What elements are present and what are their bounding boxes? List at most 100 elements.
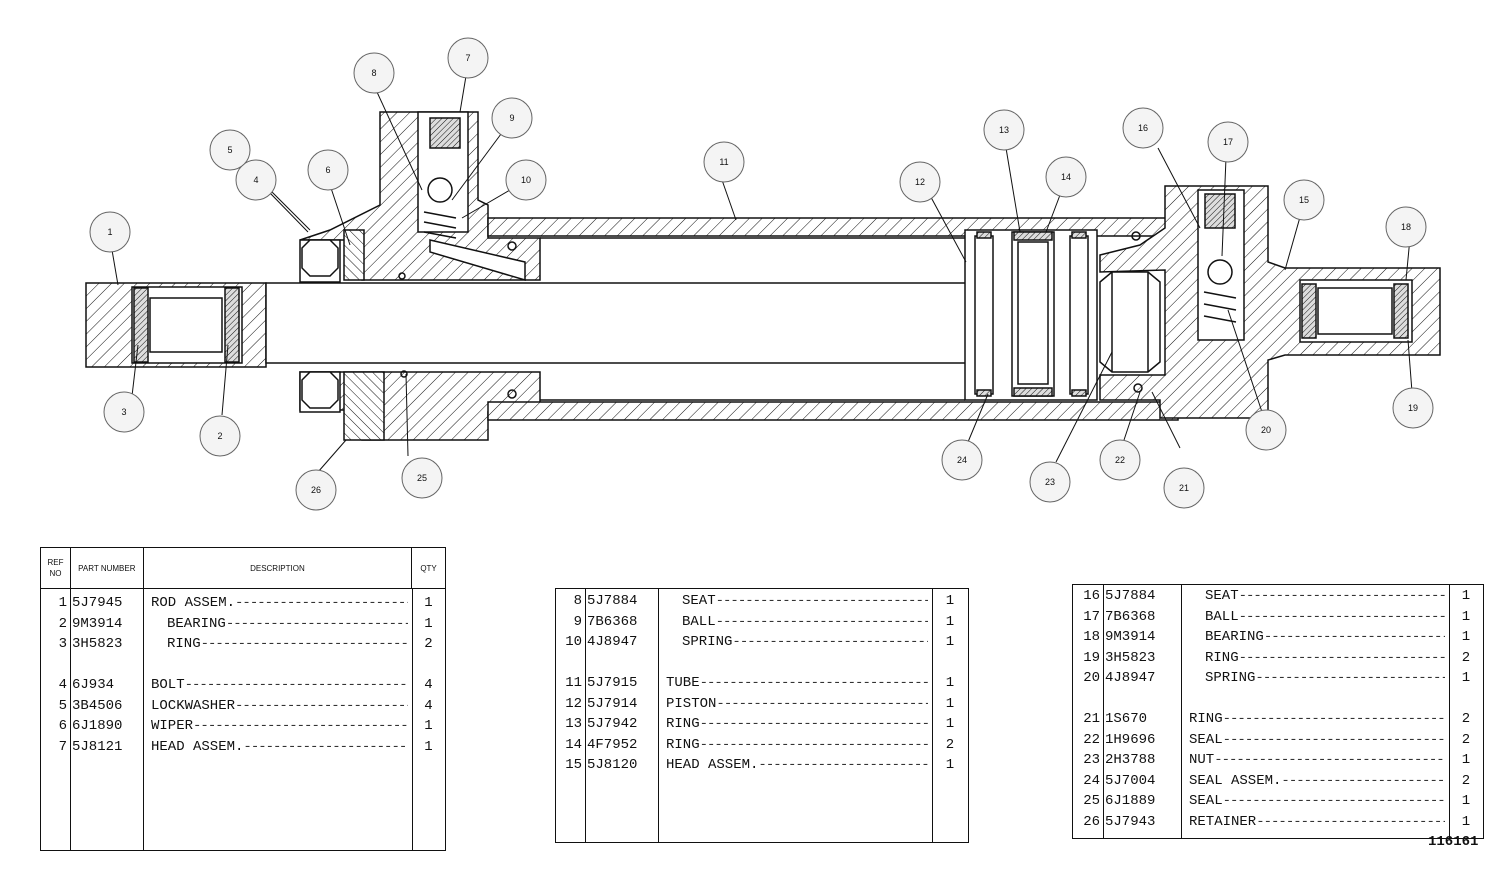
quantity: 1 (1461, 608, 1471, 625)
front-head-assembly (299, 111, 541, 441)
callout-16: 16 (1122, 107, 1164, 149)
quantity: 2 (945, 736, 955, 753)
svg-text:24: 24 (957, 455, 967, 465)
quantity: 2 (424, 636, 433, 652)
ref-no: 9 (573, 613, 582, 630)
callout-10: 10 (505, 159, 547, 201)
ref-no: 8 (573, 593, 582, 609)
svg-text:1: 1 (107, 227, 112, 237)
svg-text:22: 22 (1115, 455, 1125, 465)
callout-20: 20 (1245, 409, 1287, 451)
piston (964, 229, 1161, 401)
quantity: 2 (1461, 649, 1471, 666)
quantity: 1 (424, 738, 433, 755)
part-description: SEAL ASSEM. (1189, 772, 1282, 789)
part-description: RING (167, 636, 201, 652)
svg-text:14: 14 (1061, 172, 1071, 182)
part-description: BALL (1205, 608, 1239, 625)
callout-24: 24 (941, 439, 983, 481)
callout-3: 3 (103, 391, 145, 433)
leader-lines (111, 75, 1413, 473)
quantity: 1 (424, 718, 433, 734)
quantity: 1 (1461, 752, 1471, 768)
part-number: 1H9696 (1105, 731, 1156, 748)
quantity: 2 (1461, 772, 1471, 789)
ref-no: 4 (58, 677, 67, 693)
part-number: 6J934 (72, 677, 115, 693)
part-description: LOCKWASHER (151, 697, 236, 714)
part-description: BEARING (1205, 629, 1264, 645)
callout-14: 14 (1045, 156, 1087, 198)
figure-number: 116161 (1428, 834, 1479, 850)
svg-text:10: 10 (521, 175, 531, 185)
svg-text:17: 17 (1223, 137, 1233, 147)
part-number: 3H5823 (72, 636, 123, 652)
part-description: WIPER (151, 718, 194, 734)
quantity: 2 (1461, 711, 1471, 727)
svg-text:21: 21 (1179, 483, 1189, 493)
part-description: RING (1205, 649, 1239, 666)
table-header: REF NO PART NUMBER DESCRIPTION QTY (41, 548, 445, 589)
quantity: 4 (424, 677, 433, 693)
quantity: 1 (1461, 670, 1471, 686)
rod-eye-left (85, 282, 267, 368)
ref-no: 19 (1083, 649, 1100, 666)
part-description: BOLT (151, 677, 185, 693)
svg-text:23: 23 (1045, 477, 1055, 487)
quantity: 1 (424, 595, 433, 611)
callout-5: 5 (209, 129, 251, 171)
ref-no: 3 (58, 636, 67, 652)
ref-no: 14 (565, 736, 582, 753)
description-header: DESCRIPTION (144, 548, 413, 588)
rear-head-assembly (1099, 185, 1441, 419)
callout-17: 17 (1207, 121, 1249, 163)
part-number: 5J7942 (587, 716, 638, 732)
quantity: 2 (1461, 731, 1471, 748)
svg-text:12: 12 (915, 177, 925, 187)
table-row: 189M3914BEARING-------------------------… (1073, 627, 1483, 648)
ref-no: 2 (58, 615, 67, 632)
svg-text:13: 13 (999, 125, 1009, 135)
part-description: SEAL (1189, 793, 1223, 809)
part-description: RETAINER (1189, 813, 1257, 830)
part-number: 4J8947 (1105, 670, 1156, 686)
part-number: 3H5823 (1105, 649, 1156, 666)
part-description: RING (666, 716, 700, 732)
part-number: 5J7914 (587, 695, 638, 712)
part-number: 9M3914 (1105, 629, 1156, 645)
quantity: 1 (1461, 629, 1471, 645)
svg-text:18: 18 (1401, 222, 1411, 232)
ref-no: 1 (58, 595, 67, 611)
part-description: BALL (682, 613, 716, 630)
ref-no: 25 (1083, 793, 1100, 809)
callout-22: 22 (1099, 439, 1141, 481)
svg-text:11: 11 (719, 157, 728, 167)
part-number: 1S670 (1105, 711, 1148, 727)
part-number: 6J1890 (72, 718, 123, 734)
quantity: 1 (945, 634, 955, 650)
part-number: 4J8947 (587, 634, 638, 650)
part-number: 3B4506 (72, 697, 123, 714)
part-number: 4F7952 (587, 736, 638, 753)
callout-11: 11 (703, 141, 745, 183)
ref-no: 21 (1083, 711, 1100, 727)
callout-13: 13 (983, 109, 1025, 151)
svg-text:4: 4 (253, 175, 258, 185)
quantity: 1 (945, 757, 955, 773)
part-description: SPRING (682, 634, 733, 650)
part-number: 5J7943 (1105, 813, 1156, 830)
callout-2: 2 (199, 415, 241, 457)
svg-text:6: 6 (325, 165, 330, 175)
part-description: ROD ASSEM. (151, 595, 236, 611)
table-row: 29M3914BEARING--------------------------… (41, 614, 445, 635)
part-description: HEAD ASSEM. (666, 757, 759, 773)
